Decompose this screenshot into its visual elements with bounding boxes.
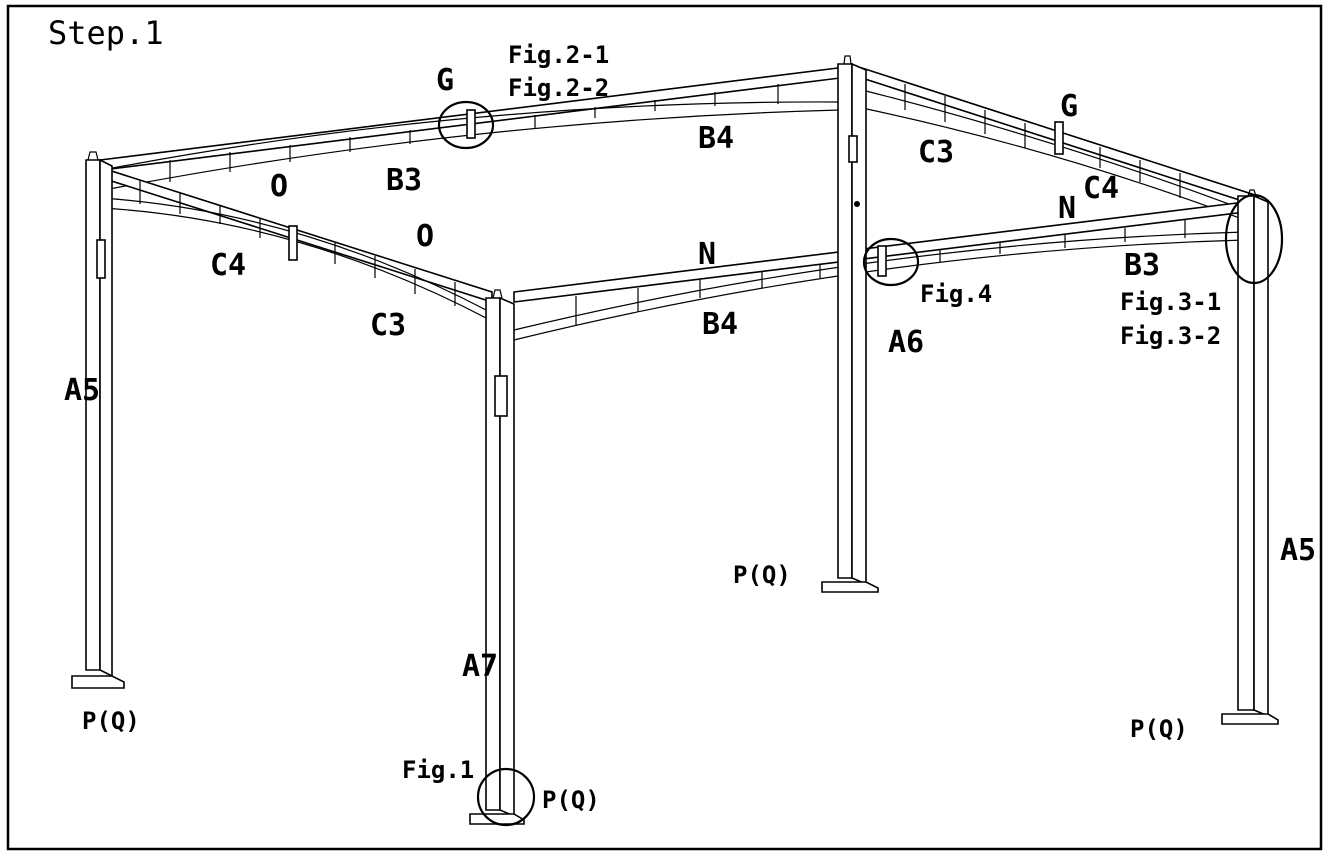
label-n-front: N <box>698 237 716 272</box>
label-pq-front: P(Q) <box>542 786 600 814</box>
label-fig3-1: Fig.3-1 <box>1120 288 1221 316</box>
label-o-lower: O <box>416 219 434 254</box>
post-right <box>1221 189 1279 725</box>
post-front <box>469 289 525 825</box>
label-g-right: G <box>1060 89 1078 124</box>
label-pq-right: P(Q) <box>1130 715 1188 743</box>
label-a7: A7 <box>462 649 498 684</box>
label-g-left: G <box>436 63 454 98</box>
beam-left <box>101 166 493 321</box>
label-pq-back: P(Q) <box>733 561 791 589</box>
label-c3-right: C3 <box>918 135 954 170</box>
step-title: Step.1 <box>48 14 164 52</box>
label-b3-back: B3 <box>386 163 422 198</box>
label-fig3-2: Fig.3-2 <box>1120 322 1221 350</box>
label-a5-left: A5 <box>64 373 100 408</box>
post-left <box>71 151 125 689</box>
label-fig2-1: Fig.2-1 <box>508 41 609 69</box>
label-c4-left: C4 <box>210 248 246 283</box>
label-fig4: Fig.4 <box>920 280 992 308</box>
callout-fig1 <box>476 767 536 827</box>
page-border <box>6 4 1323 851</box>
label-b4-back: B4 <box>698 121 734 156</box>
label-fig2-2: Fig.2-2 <box>508 74 609 102</box>
connector-g-left <box>466 109 476 139</box>
label-b3-front: B3 <box>1124 248 1160 283</box>
label-o-upper: O <box>270 169 288 204</box>
callout-fig4 <box>862 237 920 287</box>
label-pq-left: P(Q) <box>82 707 140 735</box>
post-back <box>821 55 879 593</box>
label-c4-right: C4 <box>1083 171 1119 206</box>
label-n-right: N <box>1058 191 1076 226</box>
callout-fig3 <box>1224 193 1284 285</box>
callout-fig2 <box>437 100 495 150</box>
label-a5-right: A5 <box>1280 533 1316 568</box>
connector-n <box>877 245 887 277</box>
label-b4-front: B4 <box>702 307 738 342</box>
label-c3-left: C3 <box>370 308 406 343</box>
label-a6: A6 <box>888 325 924 360</box>
label-fig1: Fig.1 <box>402 756 474 784</box>
